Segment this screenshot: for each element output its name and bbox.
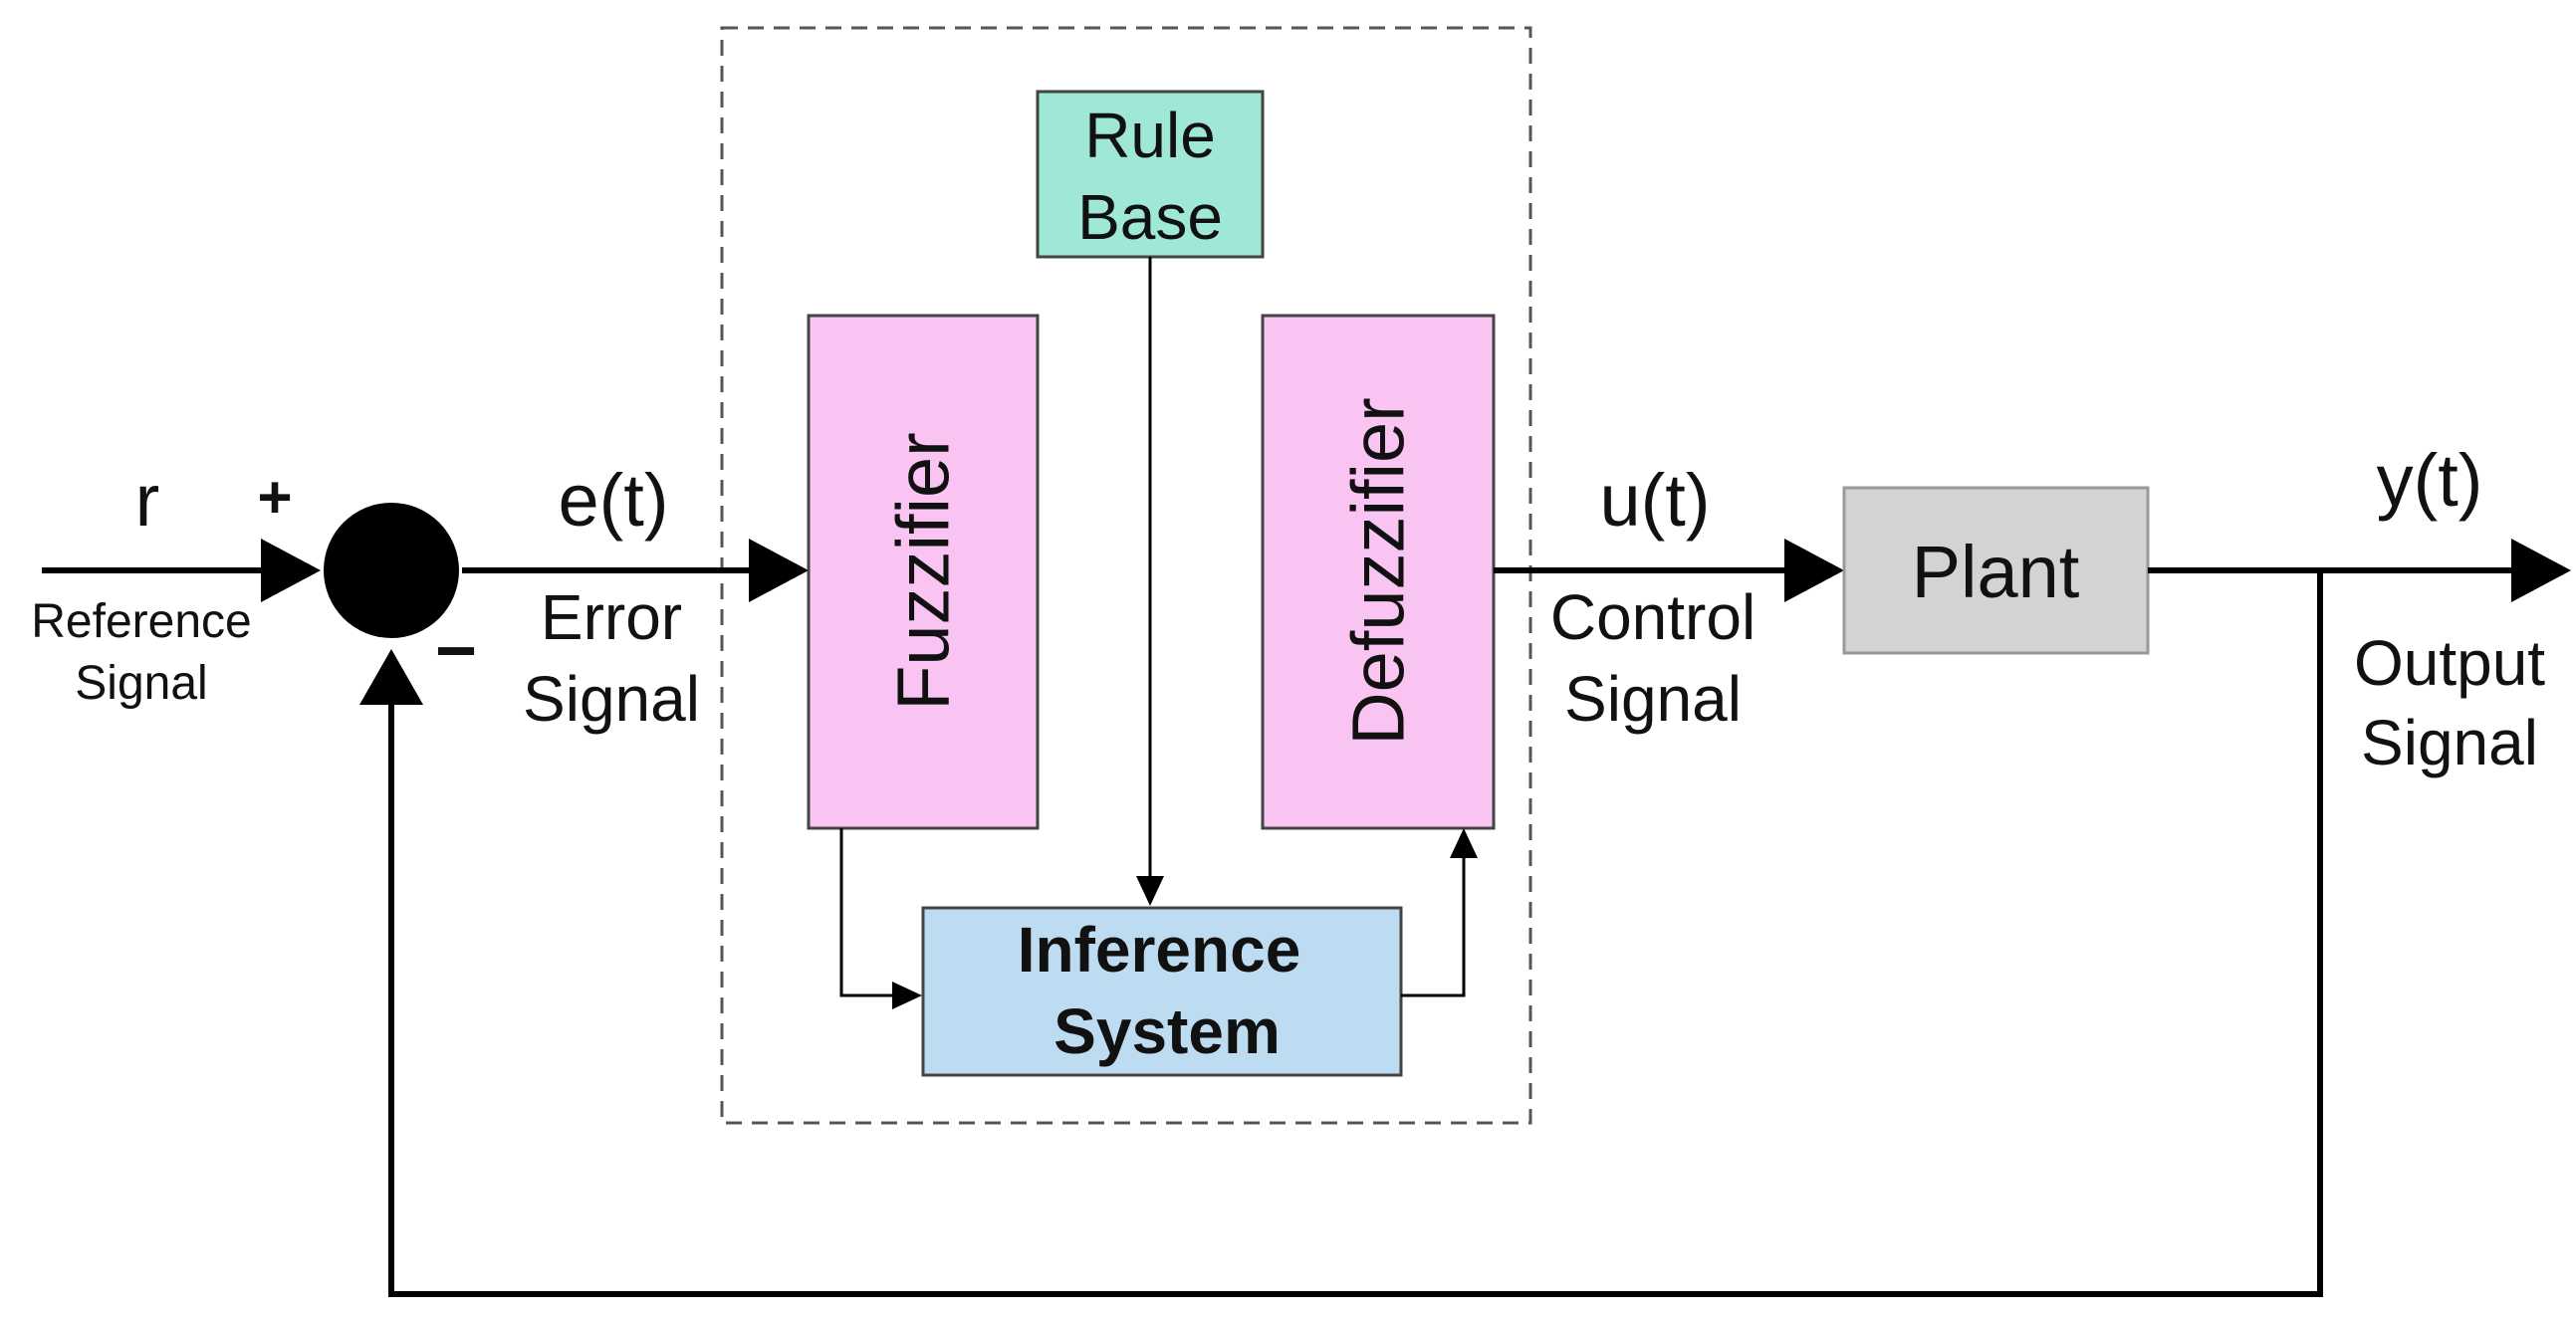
inference-system-label-line1: Inference [1018, 914, 1301, 986]
plus-sign: + [257, 464, 292, 531]
plant-block [1842, 486, 2150, 655]
output-label-line2: Signal [2361, 707, 2538, 778]
inference-system-block [921, 906, 1403, 1077]
fuzzy-controller-boundary [720, 26, 1532, 1125]
feedback-path [388, 570, 2323, 1297]
control-label-line2: Signal [1564, 663, 1742, 735]
plant-label: Plant [1912, 531, 2080, 613]
inference-to-defuzzifier-arrowhead [1450, 828, 1478, 858]
rule-base-label-line2: Base [1077, 181, 1223, 253]
reference-symbol: r [135, 459, 160, 542]
error-label-line2: Signal [523, 663, 700, 735]
summing-junction [324, 503, 459, 638]
fuzzifier-to-inference-arrowhead [892, 982, 922, 1009]
rule-base-block [1036, 90, 1265, 259]
inference-to-defuzzifier-line [1401, 856, 1466, 997]
error-symbol: e(t) [559, 459, 669, 542]
control-label-line1: Control [1550, 581, 1756, 653]
control-symbol: u(t) [1600, 459, 1711, 542]
fuzzifier-to-inference-line [839, 828, 894, 997]
output-label-line1: Output [2354, 627, 2545, 699]
error-arrowhead [749, 539, 809, 602]
fuzzifier-label: Fuzzifier [882, 432, 965, 711]
defuzzifier-label: Defuzzifier [1337, 397, 1420, 746]
control-arrowhead [1784, 539, 1844, 602]
reference-label-line1: Reference [31, 595, 251, 648]
defuzzifier-block [1261, 314, 1496, 830]
error-label-line1: Error [541, 581, 682, 653]
rule-base-arrowhead [1136, 876, 1164, 906]
minus-sign: − [435, 611, 477, 691]
fuzzifier-block [807, 314, 1040, 830]
output-symbol: y(t) [2377, 439, 2483, 522]
reference-label-line2: Signal [75, 657, 207, 710]
reference-arrowhead [261, 539, 321, 602]
feedback-arrowhead [359, 649, 423, 705]
rule-base-label-line1: Rule [1084, 100, 1216, 171]
output-arrowhead [2511, 539, 2571, 602]
inference-system-label-line2: System [1054, 995, 1281, 1067]
